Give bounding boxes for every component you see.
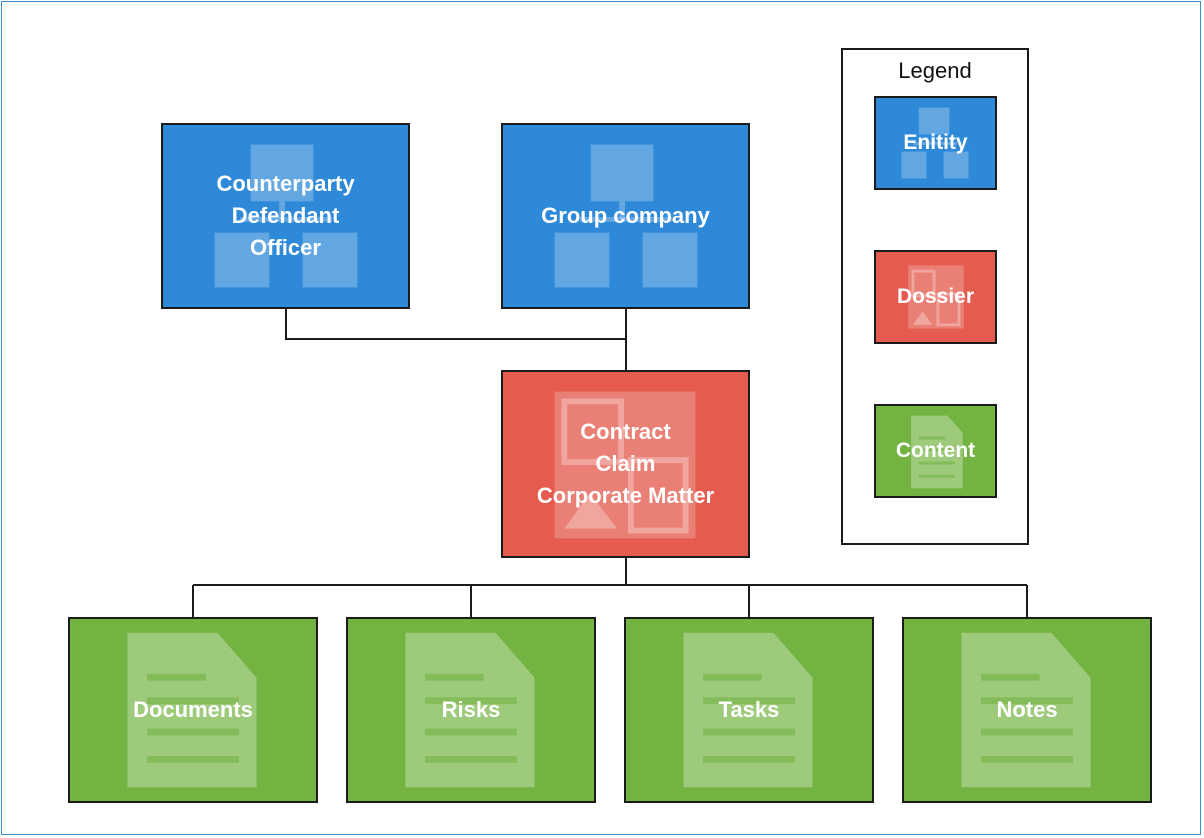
legend-item-content: Content <box>874 404 997 498</box>
content-node-notes[interactable]: Notes <box>902 617 1152 803</box>
node-label: Risks <box>441 697 501 722</box>
document-icon <box>683 632 813 788</box>
legend-label: Dossier <box>896 285 975 308</box>
entity-node-counterparty[interactable]: Counterparty Defendant Officer <box>161 123 410 309</box>
dossier-icon <box>554 391 696 539</box>
node-label: Documents <box>133 697 253 722</box>
legend-item-dossier: Dossier <box>874 250 997 344</box>
node-label: Contract Claim Corporate Matter <box>536 419 715 508</box>
document-icon <box>127 632 257 788</box>
node-label: Tasks <box>718 697 780 722</box>
org-chart-icon <box>214 144 358 288</box>
dossier-node-matter[interactable]: Contract Claim Corporate Matter <box>501 370 750 558</box>
legend-label: Content <box>895 439 976 462</box>
org-chart-icon <box>554 144 698 288</box>
node-label: Counterparty Defendant Officer <box>216 171 355 260</box>
dossier-icon <box>908 265 964 329</box>
legend-title: Legend <box>898 58 972 83</box>
content-node-risks[interactable]: Risks <box>346 617 596 803</box>
org-chart-icon <box>901 107 969 179</box>
node-label: Group company <box>541 203 710 228</box>
legend: Legend Enitity Dossier <box>841 48 1029 545</box>
legend-label: Enitity <box>903 131 968 154</box>
document-icon <box>911 415 963 489</box>
document-icon <box>405 632 535 788</box>
content-node-documents[interactable]: Documents <box>68 617 318 803</box>
document-icon <box>961 632 1091 788</box>
node-label: Notes <box>996 697 1058 722</box>
edge-counterparty-matter <box>285 308 626 340</box>
legend-item-entity: Enitity <box>874 96 997 190</box>
content-node-tasks[interactable]: Tasks <box>624 617 874 803</box>
entity-node-group-company[interactable]: Group company <box>501 123 750 309</box>
